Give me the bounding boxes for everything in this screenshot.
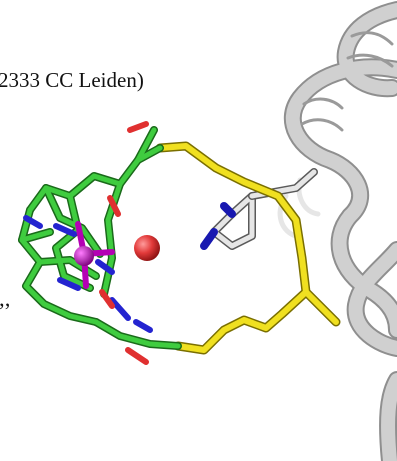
- metal-complex: [18, 121, 182, 365]
- sulfur-linkers: [155, 141, 341, 355]
- metal-center-atom: [74, 246, 94, 266]
- text-fragment-quote: ’’: [0, 298, 12, 323]
- water-oxygen-atom: [134, 235, 160, 261]
- protein-ribbon: [277, 1, 397, 461]
- text-fragment-address: 2333 CC Leiden): [0, 68, 144, 92]
